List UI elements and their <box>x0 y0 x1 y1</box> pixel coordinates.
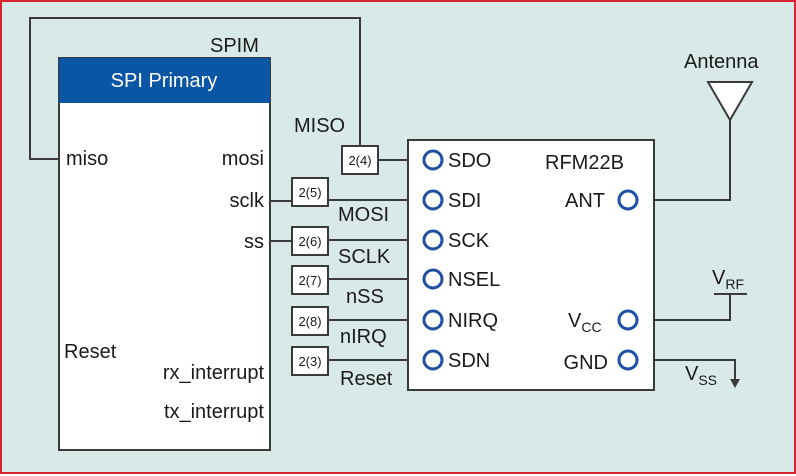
pin-ring-sdi <box>422 189 444 211</box>
svg-text:2(4): 2(4) <box>348 153 371 168</box>
pin-nirq: NIRQ <box>448 310 498 332</box>
pin-sdn: SDN <box>448 350 490 372</box>
net-label-nss: nSS <box>346 286 384 308</box>
pin-box-sclk: 2(6) <box>291 226 329 256</box>
port-rx-interrupt: rx_interrupt <box>163 362 265 384</box>
spi-primary-header <box>59 58 270 103</box>
spim-feedback-wire <box>29 17 361 160</box>
antenna-icon <box>706 81 754 122</box>
pin-box-reset: 2(3) <box>291 346 329 376</box>
wire-vcc <box>654 294 731 321</box>
svg-text:2(3): 2(3) <box>298 354 321 369</box>
pin-box-nss: 2(7) <box>291 265 329 295</box>
pin-sck: SCK <box>448 230 490 252</box>
port-tx-interrupt: tx_interrupt <box>164 401 264 423</box>
vrf-label: VRF <box>712 267 744 292</box>
pin-ring-sdn <box>422 349 444 371</box>
spi-primary-title: SPI Primary <box>111 70 218 92</box>
pin-ring-nirq <box>422 309 444 331</box>
net-label-miso: MISO <box>294 115 345 137</box>
antenna-label: Antenna <box>684 51 759 73</box>
vss-arrow-icon <box>730 379 740 388</box>
wire-ant <box>654 120 731 201</box>
net-label-nirq: nIRQ <box>340 326 387 348</box>
wire-gnd <box>654 359 736 379</box>
port-sclk: sclk <box>230 190 265 212</box>
spi-primary-block: SPI Primary miso mosi sclk ss Reset rx_i… <box>58 57 271 451</box>
pin-ring-sck <box>422 229 444 251</box>
svg-text:2(8): 2(8) <box>298 314 321 329</box>
pin-nsel: NSEL <box>448 269 500 291</box>
rfm22b-title: RFM22B <box>545 152 624 174</box>
port-ss: ss <box>244 231 264 253</box>
port-reset: Reset <box>64 341 117 363</box>
pin-vcc: VCC <box>568 310 602 335</box>
pin-ant: ANT <box>565 190 605 212</box>
vss-label: VSS <box>685 363 717 388</box>
port-miso: miso <box>66 148 108 170</box>
svg-text:2(6): 2(6) <box>298 234 321 249</box>
pin-ring-vcc <box>617 309 639 331</box>
pin-box-miso: 2(4) <box>341 145 379 175</box>
net-label-mosi: MOSI <box>338 204 389 226</box>
pin-box-mosi: 2(5) <box>291 177 329 207</box>
pin-ring-nsel <box>422 268 444 290</box>
port-mosi: mosi <box>222 148 264 170</box>
pin-ring-gnd <box>617 349 639 371</box>
net-label-reset: Reset <box>340 368 393 390</box>
pin-sdi: SDI <box>448 190 481 212</box>
pin-box-nirq: 2(8) <box>291 306 329 336</box>
pin-ring-ant <box>617 189 639 211</box>
spim-label: SPIM <box>210 35 259 57</box>
svg-text:2(7): 2(7) <box>298 273 321 288</box>
rfm22b-block: RFM22B SDO SDI SCK NSEL NIRQ SDN ANT VCC… <box>407 139 655 391</box>
pin-ring-sdo <box>422 149 444 171</box>
svg-text:2(5): 2(5) <box>298 185 321 200</box>
pin-sdo: SDO <box>448 150 491 172</box>
net-label-sclk: SCLK <box>338 246 391 268</box>
pin-gnd: GND <box>564 352 608 374</box>
